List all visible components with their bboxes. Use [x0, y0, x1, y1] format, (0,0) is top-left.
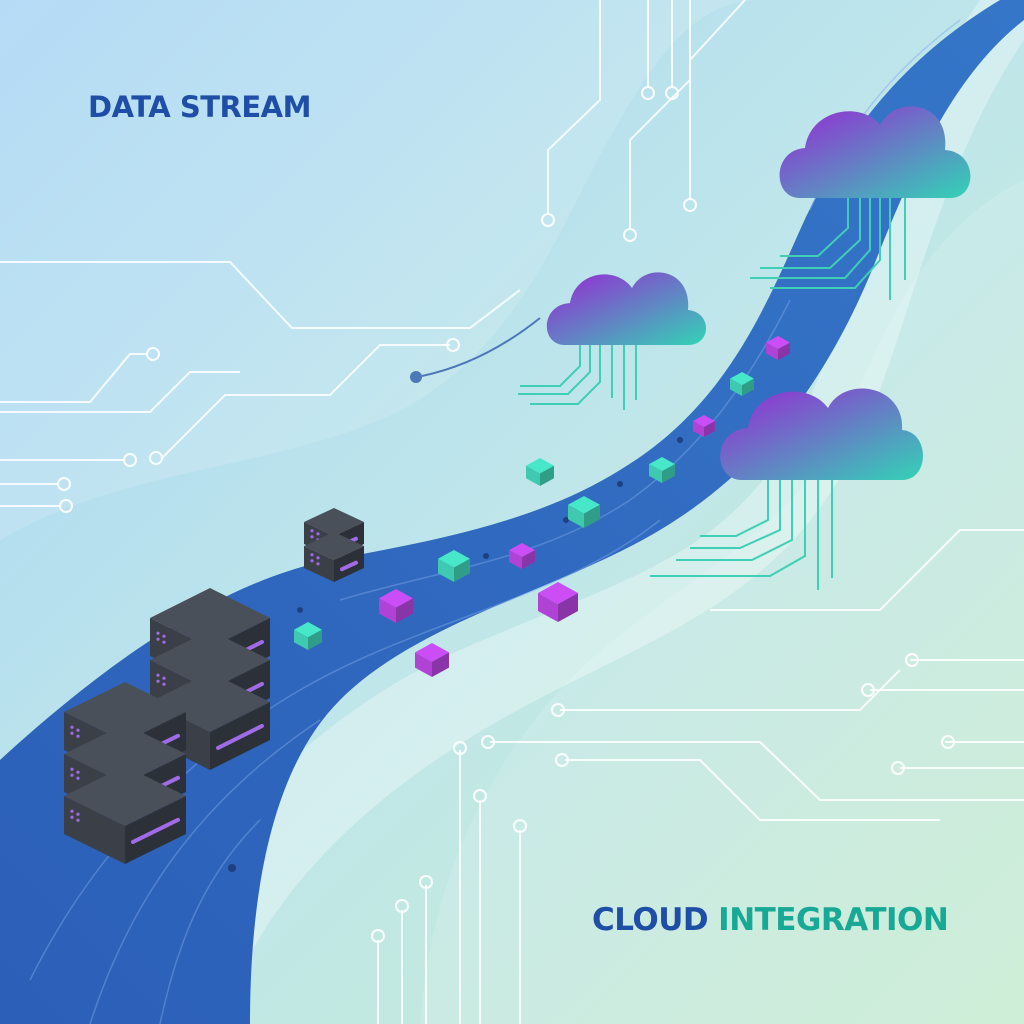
circuit-trace-icon [490, 741, 1024, 801]
cloud-middle-left [518, 272, 706, 410]
circuit-trace-icon [710, 529, 1024, 611]
data-block-icon [415, 643, 449, 677]
server-stacks [64, 508, 364, 864]
data-block-icon [294, 622, 322, 650]
cloud-traces [750, 198, 906, 300]
data-block-icon [526, 458, 554, 486]
stream-particles [228, 437, 683, 872]
circuit-nodes [57, 86, 955, 943]
circuit-trace-icon [0, 261, 521, 329]
data-block-icon [509, 543, 535, 569]
circuit-trace-icon [565, 759, 940, 821]
cloud-traces [518, 345, 637, 410]
circuit-trace-icon [0, 371, 240, 413]
stream-flow-lines [29, 19, 961, 1024]
circuit-node-dark [410, 371, 422, 383]
server-stack-icon [64, 766, 186, 864]
data-block-icon [730, 372, 754, 396]
background-glow-band [90, 0, 1024, 1024]
circuit-trace-icon [547, 0, 601, 215]
cloud-traces [650, 480, 833, 590]
cloud-icon [546, 272, 706, 345]
circuit-trace-icon [161, 344, 450, 459]
circuit-trace-icon [560, 669, 901, 711]
data-block-icon [766, 336, 790, 360]
data-block-icon [649, 457, 675, 483]
cloud-icon [720, 388, 923, 480]
data-blocks [294, 336, 790, 677]
data-block-icon [693, 415, 715, 437]
circuit-trace-icon [629, 0, 691, 230]
data-block-icon [538, 582, 578, 622]
data-block-icon [438, 550, 470, 582]
data-block-icon [379, 589, 413, 623]
cloud-right [650, 388, 923, 590]
cloud-icon [779, 106, 971, 198]
background-wave-left [0, 0, 760, 540]
title-word-integration: INTEGRATION [718, 902, 949, 938]
cloud-top-right [750, 106, 971, 300]
circuit-trace-icon [689, 0, 746, 200]
title-data-stream: DATA STREAM [88, 90, 311, 124]
title-word-cloud: CLOUD [592, 902, 709, 938]
circuit-trace-icon [0, 353, 148, 403]
server-stack-icon [304, 532, 364, 582]
circuit-trace-dark [421, 317, 541, 377]
data-block-icon [568, 496, 600, 528]
